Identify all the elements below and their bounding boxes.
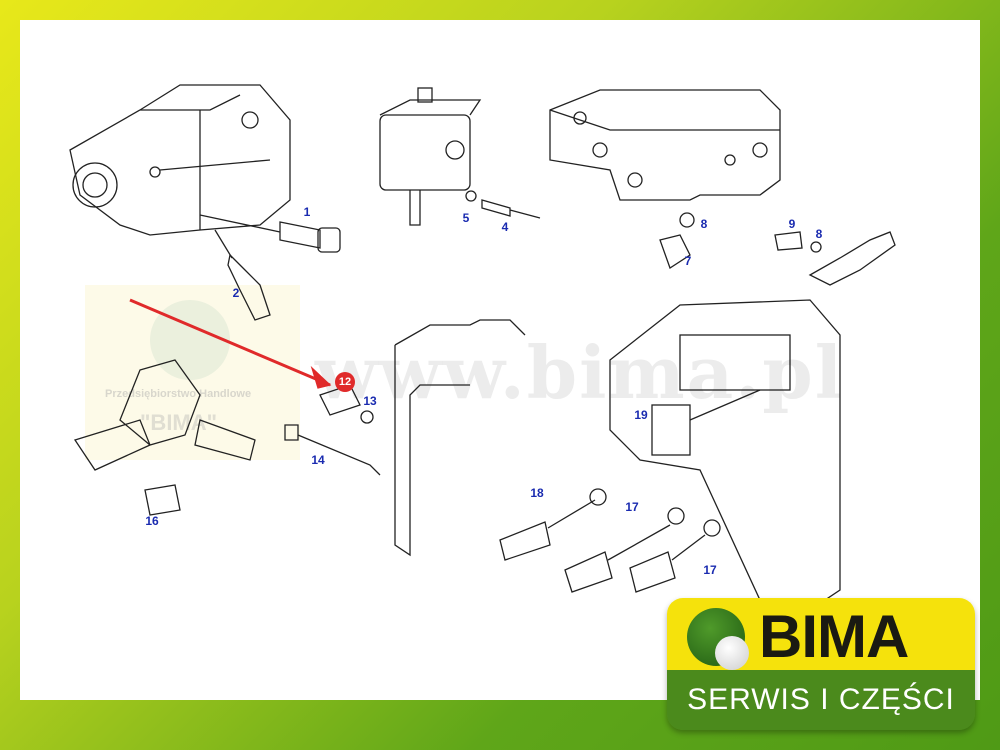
sensor-7: [659, 234, 691, 269]
o-ring-13: [360, 410, 374, 424]
part-label-2: 2: [232, 286, 240, 300]
diagram-panel: [20, 20, 980, 700]
part-label-14: 14: [311, 453, 325, 467]
wire-14: [284, 424, 381, 476]
part-label-7: 7: [684, 254, 692, 268]
part-label-19: 19: [634, 408, 648, 422]
watermark-box: [85, 285, 300, 460]
sensor-2: [214, 229, 271, 321]
bolts: [499, 488, 721, 593]
highlight-arrow: [129, 298, 331, 387]
part-label-17b: 17: [703, 563, 717, 577]
wire: [689, 389, 761, 421]
opening: [679, 334, 791, 391]
frame: [394, 319, 526, 557]
logo-name: BIMA: [759, 603, 909, 670]
washer-8a: [679, 212, 695, 228]
logo-tagline: SERWIS I CZĘŚCI: [667, 670, 975, 730]
connector-19: [651, 404, 691, 456]
valve-top: [379, 87, 482, 226]
part-label-18: 18: [530, 486, 544, 500]
engine-block: [609, 299, 841, 611]
watermark-company-name: "BIMA": [140, 410, 218, 435]
part-label-9: 9: [788, 217, 796, 231]
part-label-16: 16: [145, 514, 159, 528]
sensor-9: [774, 231, 803, 251]
watermark-company-line: Przedsiębiorstwo Handlowe: [105, 388, 252, 400]
washer-5: [465, 190, 477, 202]
valve-block: [549, 89, 781, 201]
logo-ball-highlight: [715, 636, 749, 670]
part-label-17: 17: [625, 500, 639, 514]
switch-16: [144, 484, 181, 516]
pump-housing: [69, 84, 291, 236]
fitting: [808, 231, 896, 286]
part-label-4: 4: [501, 220, 509, 234]
bima-logo: BIMA SERWIS I CZĘŚCI: [667, 598, 975, 730]
pressure-switch-assembly: [73, 359, 256, 471]
part-callout-12: 12: [335, 372, 355, 392]
sensor-4: [481, 199, 541, 219]
part-label-13: 13: [363, 394, 377, 408]
part-label-1: 1: [303, 205, 311, 219]
part-label-8b: 8: [815, 227, 823, 241]
part-label-8: 8: [700, 217, 708, 231]
watermark-url: www.bima.pl: [315, 330, 845, 415]
arrow-head: [310, 365, 332, 389]
part-label-5: 5: [462, 211, 470, 225]
sensor-1: [199, 214, 341, 253]
washer-8b: [810, 241, 822, 253]
